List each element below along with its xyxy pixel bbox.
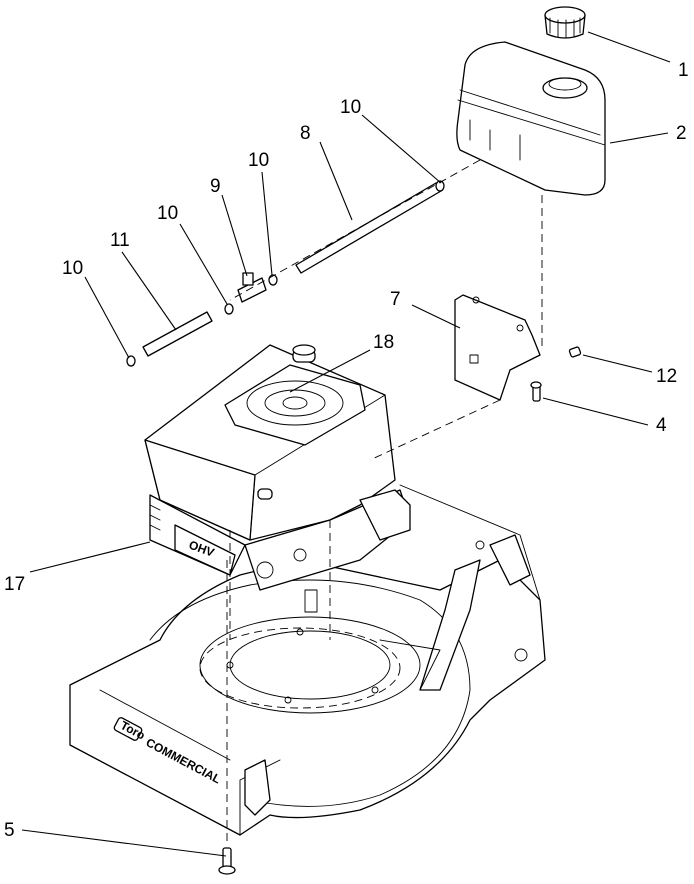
fuel-cap xyxy=(544,6,586,39)
leader-lines xyxy=(21,31,671,857)
callouts: 1 2 4 5 7 8 9 10 10 10 10 11 12 17 18 xyxy=(4,60,689,841)
assembly-lines xyxy=(226,159,543,845)
screw-12 xyxy=(568,346,582,358)
screw-5 xyxy=(218,847,236,875)
hose-clamps-10 xyxy=(126,180,445,367)
callout-10-left: 10 xyxy=(62,258,83,279)
callout-4: 4 xyxy=(656,415,667,436)
tank-bracket xyxy=(454,294,541,401)
engine: OHV xyxy=(144,344,411,613)
mower-deck: Toro COMMERCIAL xyxy=(69,484,546,836)
fuel-line-8 xyxy=(295,182,442,274)
callout-17: 17 xyxy=(4,574,25,595)
callout-2: 2 xyxy=(676,123,687,144)
callout-9: 9 xyxy=(210,176,221,197)
callout-5: 5 xyxy=(4,820,15,841)
callout-10-valve: 10 xyxy=(248,150,269,171)
screw-4 xyxy=(530,381,542,402)
callout-1: 1 xyxy=(678,60,689,81)
callout-10-mid: 10 xyxy=(157,203,178,224)
callout-18: 18 xyxy=(373,332,394,353)
callout-8: 8 xyxy=(300,123,311,144)
callout-7: 7 xyxy=(390,289,401,310)
callout-11: 11 xyxy=(110,230,130,251)
callout-12: 12 xyxy=(656,366,677,387)
fuel-tank xyxy=(456,41,606,196)
callout-10-top: 10 xyxy=(340,97,361,118)
fuel-line-11 xyxy=(142,311,213,357)
